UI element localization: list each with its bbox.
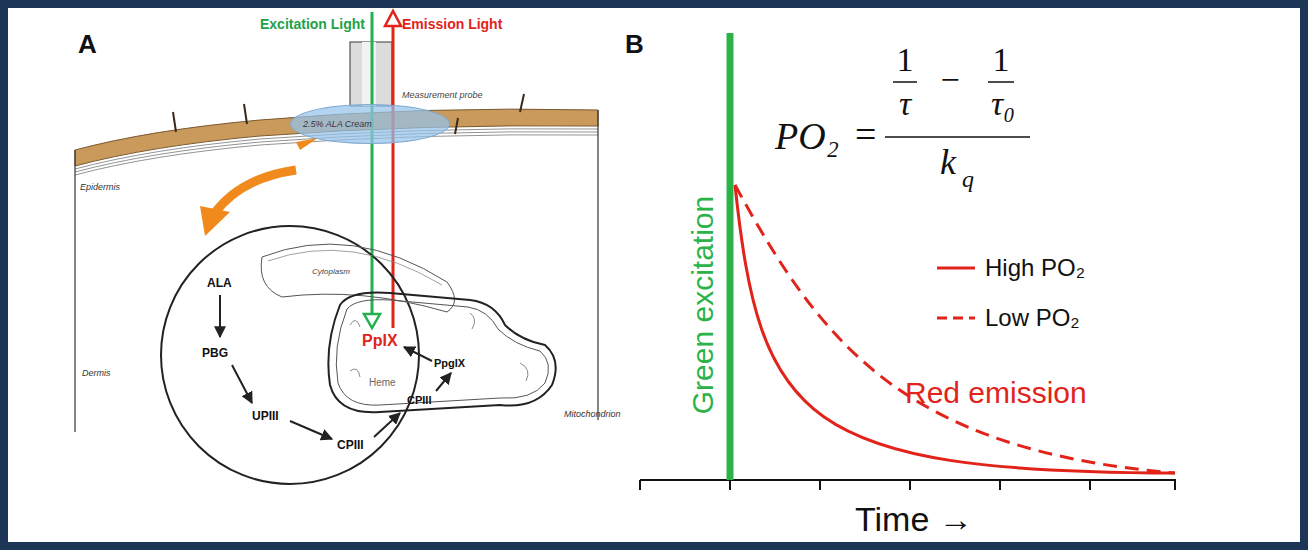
beam-label: Emission Light — [402, 16, 502, 32]
node-text: CPIII — [407, 394, 431, 407]
mitochondrion-outline — [320, 285, 560, 415]
node-text: PBG — [202, 347, 228, 361]
formula-term: − — [940, 60, 959, 99]
formula-term: 1 — [993, 40, 1010, 79]
node-text: UPIII — [252, 410, 279, 424]
light-beams — [364, 11, 401, 328]
node-text: PpIX — [362, 332, 398, 350]
layer-label: Dermis — [82, 368, 111, 378]
formula-term: τ — [899, 84, 911, 123]
formula-term: 1 — [897, 40, 914, 79]
curve-label: Red emission — [905, 376, 1087, 411]
node-text: Cytoplasm — [312, 267, 350, 276]
node-text: Heme — [369, 377, 396, 389]
layer-label: Epidermis — [80, 182, 120, 192]
axis-annotation: Green excitation — [686, 196, 721, 414]
formula-subscript: q — [962, 166, 974, 194]
node-text: PpgIX — [434, 357, 465, 370]
axis-title: Time → — [855, 500, 973, 539]
node-text: CPIII — [337, 439, 364, 453]
cell-drawing — [162, 227, 422, 487]
legend-text: High PO₂ — [985, 254, 1085, 282]
formula-term: = — [855, 113, 876, 157]
panel-letter: B — [625, 30, 644, 60]
node-text: ALA — [207, 277, 232, 291]
formula-term: τ₀ — [991, 84, 1015, 123]
legend-text: Low PO₂ — [985, 304, 1080, 332]
panel-letter: A — [78, 30, 97, 60]
lifetime-plot — [640, 33, 1176, 490]
skin-block — [75, 94, 598, 432]
mitochondrion: PpIXPpgIXHemeCPIIIMitochondrion — [320, 285, 560, 415]
figure-ground — [8, 8, 1300, 542]
cell-circle: CytoplasmALAPBGUPIIICPIIIPpIXPpgIXHemeCP… — [160, 225, 420, 485]
part-label: Measurement probe — [402, 90, 483, 100]
node-text: 2.5% ALA Cream — [303, 119, 372, 129]
cream-blob: 2.5% ALA Cream — [290, 104, 450, 144]
diffusion-arrows — [200, 138, 318, 236]
formula-term: PO₂ — [775, 115, 839, 159]
node-text: Mitochondrion — [564, 409, 621, 419]
beam-label: Excitation Light — [260, 16, 365, 32]
formula-term: k — [940, 142, 956, 183]
